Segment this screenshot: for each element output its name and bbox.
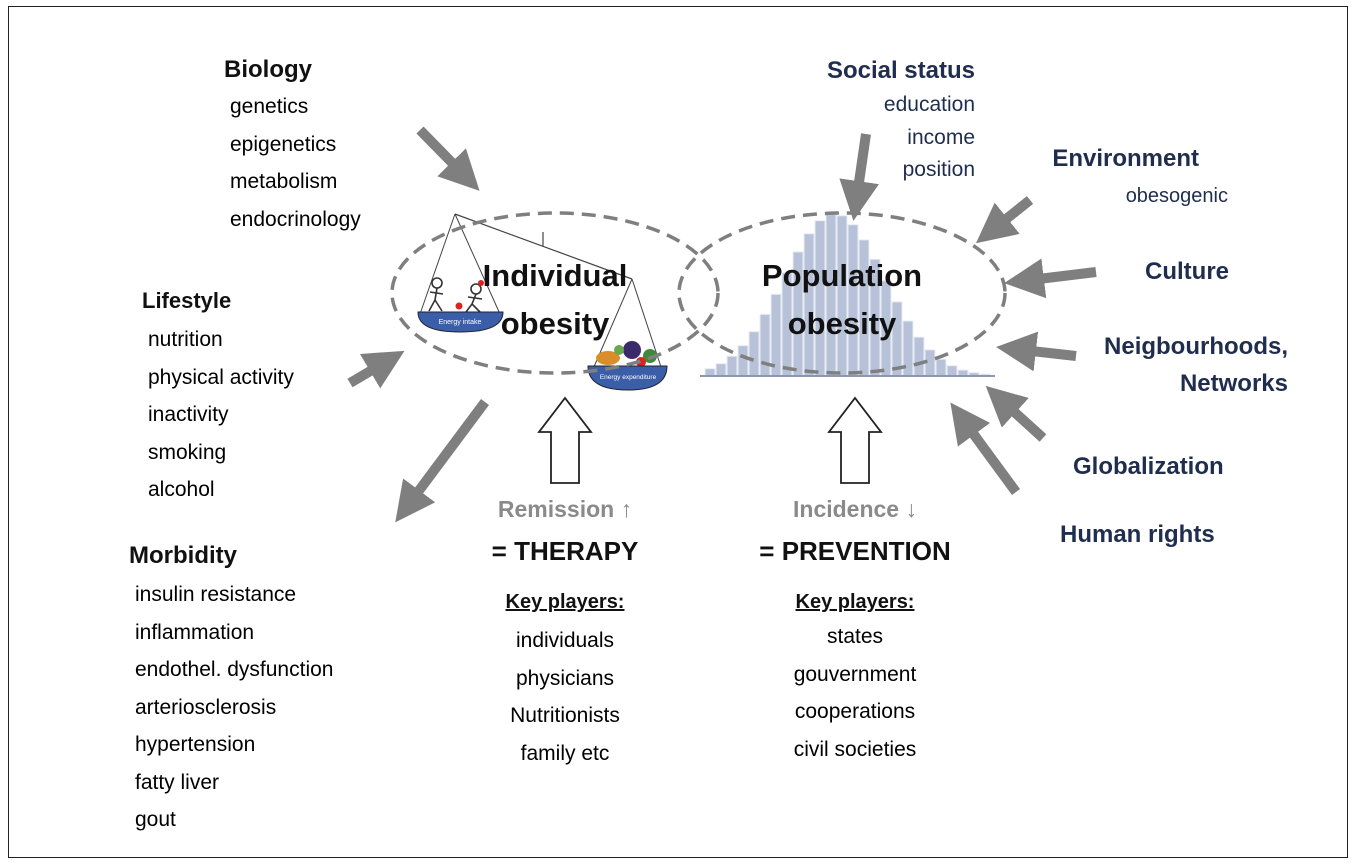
- histogram-bar: [704, 368, 716, 377]
- prevention-key-players-title: Key players:: [795, 591, 915, 613]
- lifestyle-arrow: [347, 350, 405, 389]
- environment-subtitle: obesogenic: [1125, 185, 1228, 207]
- list-item: metabolism: [230, 170, 338, 193]
- food-dot-icon: [478, 280, 484, 286]
- list-item: arteriosclerosis: [135, 695, 277, 719]
- social-status-title: Social status: [826, 57, 975, 84]
- prevention-up-arrow: [827, 396, 883, 484]
- scale-string: [454, 213, 501, 315]
- list-item: epigenetics: [230, 132, 337, 156]
- histogram-bar: [946, 365, 958, 377]
- biology-arrow: [416, 126, 480, 191]
- biology-list: genetics epigenetics metabolism endocrin…: [230, 88, 361, 238]
- list-item: fatty liver: [135, 770, 220, 794]
- morbidity-arrow: [395, 399, 490, 523]
- list-item: income: [907, 125, 975, 149]
- prevention-players-list: states gouvernment cooperations civil so…: [750, 618, 960, 768]
- individual-obesity-ellipse: [390, 211, 720, 375]
- incidence-trend: Incidence ↓: [793, 496, 917, 522]
- food-items-icon: [596, 341, 657, 367]
- list-item: civil societies: [793, 737, 917, 761]
- population-obesity-line2: obesity: [787, 306, 897, 341]
- morbidity-list: insulin resistance inflammation endothel…: [135, 576, 333, 839]
- figure-frame: [8, 6, 1348, 858]
- histogram-bar: [715, 363, 727, 377]
- culture-arrow: [1004, 258, 1097, 299]
- list-item: gout: [135, 808, 176, 831]
- therapy-key-players-title: Key players:: [505, 591, 625, 613]
- list-item: gouvernment: [793, 662, 917, 686]
- lifestyle-list: nutrition physical activity inactivity s…: [148, 321, 294, 509]
- culture-label: Culture: [1145, 258, 1229, 285]
- list-item: inactivity: [148, 403, 229, 426]
- therapy-players-list: individuals physicians Nutritionists fam…: [460, 622, 670, 772]
- list-item: individuals: [515, 629, 615, 652]
- energy-expenditure-label: Energy expenditure: [600, 374, 657, 381]
- neighbourhoods-arrow: [996, 331, 1077, 372]
- list-item: endocrinology: [230, 207, 361, 231]
- list-item: nutrition: [148, 328, 223, 351]
- list-item: family etc: [520, 741, 610, 765]
- human-rights-label: Human rights: [1060, 521, 1215, 548]
- individual-obesity-line1: Individual: [482, 258, 628, 293]
- scale-string: [631, 278, 665, 377]
- prevention-label: = PREVENTION: [759, 536, 951, 566]
- list-item: states: [826, 625, 884, 648]
- list-item: hypertension: [135, 733, 256, 756]
- individual-obesity-title: Individual obesity: [455, 252, 655, 348]
- population-obesity-line1: Population: [761, 258, 923, 293]
- energy-intake-pan: [417, 311, 504, 333]
- therapy-label: = THERAPY: [491, 536, 639, 566]
- scale-beam: [454, 213, 633, 280]
- biology-title: Biology: [224, 56, 312, 83]
- human-rights-arrow: [950, 402, 1021, 495]
- list-item: physicians: [515, 666, 615, 690]
- neighbourhoods-label: Neigbourhoods, Networks: [1104, 328, 1288, 402]
- globalization-arrow: [985, 385, 1047, 442]
- environment-arrow: [975, 196, 1034, 244]
- list-item: position: [902, 158, 975, 181]
- list-item: endothel. dysfunction: [135, 658, 334, 681]
- social-status-list: education income position: [884, 89, 975, 187]
- lifestyle-title: Lifestyle: [142, 288, 232, 313]
- histogram-bar: [935, 358, 947, 377]
- histogram-bar: [726, 355, 738, 377]
- food-dot-icon: [455, 302, 463, 310]
- energy-intake-label: Energy intake: [439, 319, 482, 326]
- social-status-arrow: [839, 133, 879, 221]
- list-item: Nutritionists: [510, 704, 620, 727]
- energy-expenditure-pan: [587, 365, 668, 391]
- neighbourhoods-line1: Neigbourhoods,: [1104, 333, 1288, 360]
- morbidity-title: Morbidity: [129, 542, 237, 569]
- list-item: genetics: [230, 95, 309, 118]
- neighbourhoods-line2: Networks: [1179, 370, 1288, 397]
- list-item: inflammation: [135, 620, 255, 644]
- stick-figures-icon: [428, 277, 483, 313]
- therapy-up-arrow: [537, 396, 593, 484]
- environment-title: Environment: [1052, 145, 1199, 172]
- list-item: physical activity: [148, 365, 294, 389]
- scale-string: [419, 213, 456, 315]
- individual-obesity-line2: obesity: [500, 306, 610, 341]
- population-obesity-title: Population obesity: [742, 252, 942, 348]
- balance-scale: Energy intake Energy expenditure: [417, 213, 668, 391]
- remission-trend: Remission ↑: [497, 496, 633, 522]
- list-item: insulin resistance: [135, 583, 297, 606]
- list-item: cooperations: [794, 700, 916, 723]
- list-item: alcohol: [148, 478, 215, 501]
- globalization-label: Globalization: [1073, 453, 1224, 480]
- list-item: smoking: [148, 440, 227, 464]
- list-item: education: [883, 93, 975, 116]
- histogram-bar: [737, 345, 749, 377]
